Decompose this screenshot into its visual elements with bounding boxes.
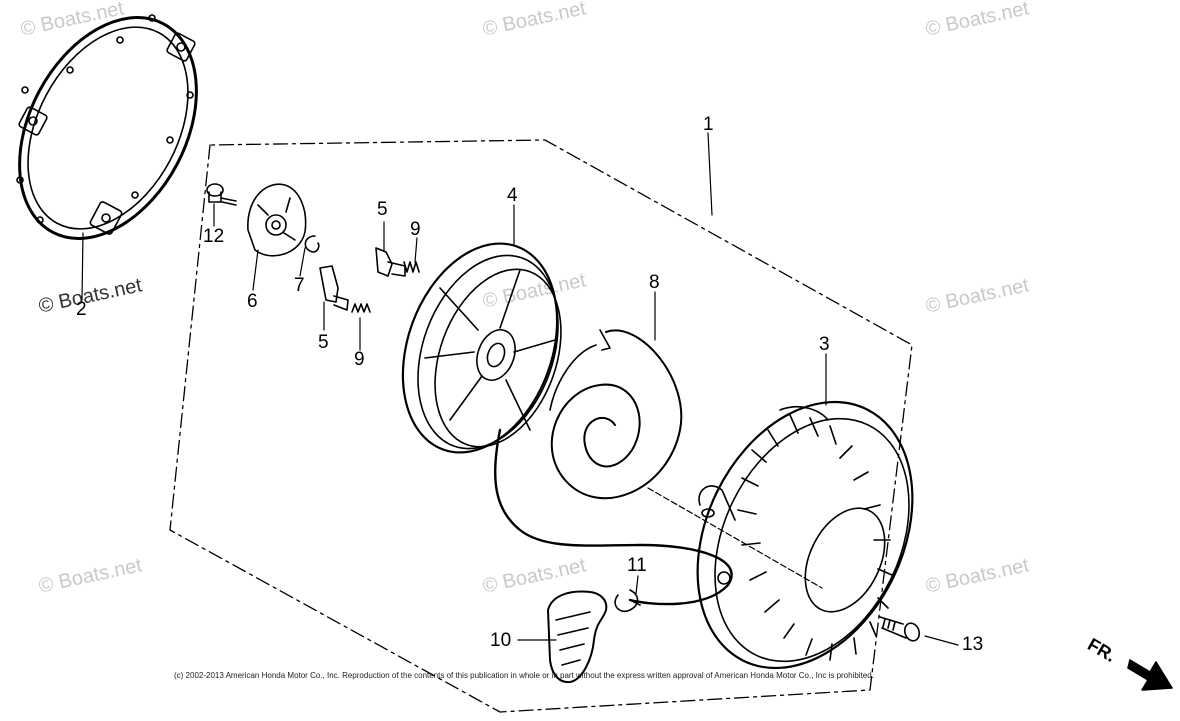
recoil-rope — [494, 428, 733, 606]
callout-5-lower: 5 — [318, 332, 329, 353]
ratchet-plate-part-6 — [247, 183, 307, 257]
callout-4: 4 — [507, 185, 518, 206]
callout-9-lower: 9 — [354, 349, 365, 370]
assembly-boundary — [169, 139, 913, 713]
callout-12: 12 — [203, 226, 225, 247]
pawl-part-5-upper — [375, 247, 406, 277]
callout-7: 7 — [294, 275, 305, 296]
grip-handle-part-10 — [547, 590, 608, 684]
callout-2: 2 — [76, 299, 87, 320]
callout-3: 3 — [819, 334, 830, 355]
flange-bolt-part-13 — [879, 616, 921, 642]
clip-part-7 — [304, 235, 320, 253]
bolt-part-12 — [206, 183, 237, 206]
cord-knot-part-11 — [614, 589, 641, 613]
callout-1: 1 — [703, 114, 714, 135]
callout-8: 8 — [649, 272, 660, 293]
spring-part-9-lower — [351, 303, 371, 313]
callout-6: 6 — [247, 291, 258, 312]
reel-part-4 — [401, 242, 562, 454]
callout-13: 13 — [962, 634, 984, 655]
front-direction-arrow — [1127, 659, 1173, 691]
pawl-part-5-lower — [319, 265, 349, 311]
starter-case-part-3 — [696, 400, 914, 670]
callout-9-upper: 9 — [410, 219, 421, 240]
callout-11: 11 — [627, 555, 647, 576]
leader-lines — [81, 132, 959, 646]
callout-5-upper: 5 — [377, 199, 388, 220]
callout-10: 10 — [490, 630, 512, 651]
ring-gasket-part-2 — [16, 14, 198, 240]
copyright-notice: (c) 2002-2013 American Honda Motor Co., … — [174, 671, 874, 680]
recoil-spring-part-8 — [549, 329, 683, 500]
spring-part-9-upper — [403, 261, 420, 273]
